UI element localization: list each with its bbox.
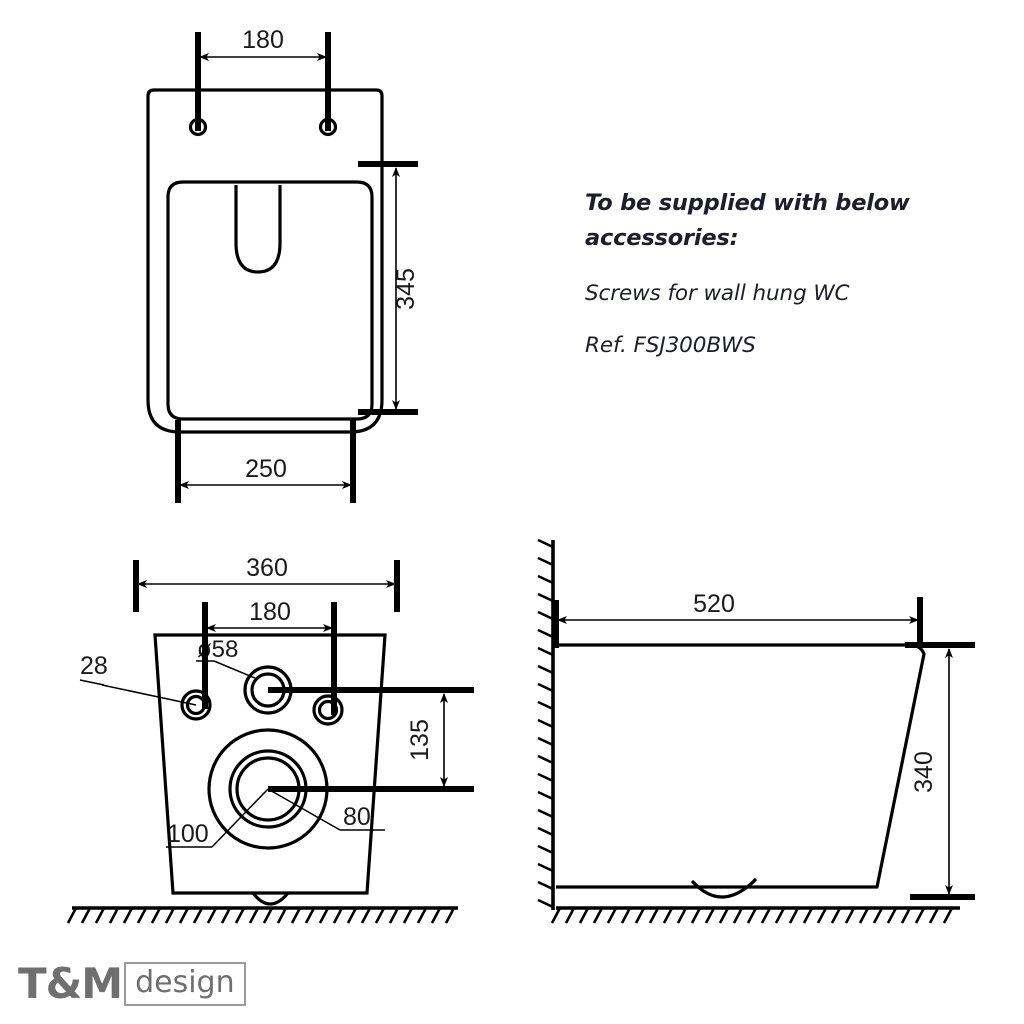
front-view: 100 80 28 ø58 360 180 135 (66, 554, 474, 924)
front-dim-label-135: 135 (406, 719, 434, 761)
front-callout-label-28: 28 (80, 652, 108, 680)
top-dim-label-180: 180 (242, 26, 284, 54)
note-item-screws: Screws for wall hung WC (585, 281, 850, 306)
front-bolt-hole-right-outer (312, 694, 344, 726)
front-dim-label-360: 360 (246, 554, 288, 582)
side-view-body-outline (556, 643, 926, 889)
top-view-outer-outline (146, 88, 384, 434)
front-view-bottom-notch (251, 891, 290, 906)
side-floor-hatching (550, 907, 954, 924)
front-leader-line-28 (101, 684, 197, 706)
side-view: 520 340 (537, 538, 975, 924)
top-view-flush-opening (234, 185, 282, 274)
front-callout-label-100: 100 (167, 820, 209, 848)
logo-word-text: design (135, 965, 235, 1000)
brand-logo: T&M design (18, 962, 246, 1006)
logo-word-box: design (124, 962, 246, 1006)
front-callout-label-80: 80 (343, 803, 371, 831)
note-title-line-2: accessories: (585, 225, 739, 251)
top-view: 180 345 250 (146, 26, 420, 503)
accessories-note-block: To be supplied with below accessories: S… (585, 186, 965, 362)
note-item-reference: Ref. FSJ300BWS (585, 333, 756, 358)
front-leader-underline-28 (79, 679, 105, 686)
logo-mark-text: T&M (18, 959, 123, 1008)
front-dim-label-180: 180 (249, 598, 291, 626)
side-view-trap-bulge (690, 877, 758, 899)
front-leader-line-100 (211, 788, 269, 848)
side-dim-label-520: 520 (693, 590, 735, 618)
note-title-line-1: To be supplied with below (585, 190, 910, 216)
top-dim-label-345: 345 (392, 268, 420, 310)
front-leader-line-d58 (213, 660, 256, 679)
side-wall-hatching (537, 538, 554, 909)
top-dim-label-250: 250 (245, 455, 287, 483)
front-leader-line-80 (267, 788, 341, 831)
front-bolt-hole-left-outer (180, 689, 212, 721)
side-dim-label-340: 340 (910, 751, 938, 793)
top-view-inner-outline (166, 180, 374, 421)
front-floor-hatching (66, 907, 456, 924)
front-view-body-outline (153, 633, 387, 895)
